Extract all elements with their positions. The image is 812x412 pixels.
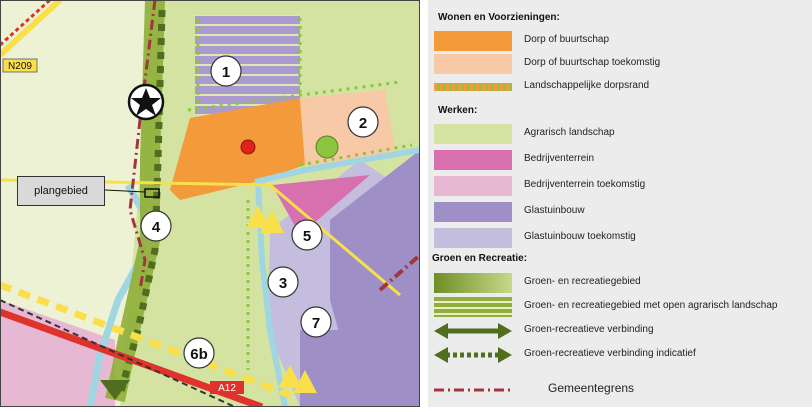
plan-area-marker	[144, 188, 160, 198]
legend-item-label: Dorp of buurtschap	[524, 34, 610, 45]
legend-item-label: Bedrijventerrein	[524, 153, 595, 164]
village-area	[170, 98, 305, 200]
swatch-green	[434, 273, 512, 293]
legend-item: Gemeentegrens	[428, 378, 812, 402]
area-7-label: 7	[312, 315, 320, 332]
swatch-business	[434, 150, 512, 170]
village-edge-marks	[187, 18, 413, 370]
legend-item-label: Groen- en recreatiegebied met open agrar…	[524, 300, 778, 311]
water-canal-east	[254, 147, 421, 185]
legend-item-label: Agrarisch landschap	[524, 127, 615, 138]
plan-label-leader	[104, 189, 146, 193]
legend-item: Landschappelijke dorpsrand	[428, 75, 812, 99]
railway	[0, 299, 236, 408]
area-6b-label: 6b	[190, 346, 208, 363]
green-double-arrow-icon	[434, 323, 512, 339]
legend-item: Groen-recreatieve verbinding indicatief	[428, 343, 812, 367]
legend-item: Bedrijventerrein toekomstig	[428, 174, 812, 198]
road-n209-edge	[0, 0, 52, 47]
swatch-village-edge	[434, 83, 512, 91]
road-label-n209-bg	[2, 58, 38, 73]
map-legend: Wonen en Voorzieningen: Dorp of buurtsch…	[428, 0, 812, 407]
municipal-border-icon	[434, 388, 512, 392]
map-panel: 1 2 3 4 5 6b 7 N209 A12 plangebied	[0, 0, 422, 411]
greenhouse-future-north	[195, 15, 300, 115]
greenhouse-area-south	[300, 330, 420, 407]
legend-section-title: Werken:	[438, 105, 478, 116]
road-n209	[0, 0, 63, 58]
legend-border-label: Gemeentegrens	[548, 381, 635, 395]
road-label-n209: N209	[8, 61, 32, 72]
legend-item-label: Glastuinbouw	[524, 205, 585, 216]
area-2-label: 2	[359, 115, 367, 132]
legend-item: Glastuinbouw	[428, 200, 812, 224]
map-canvas: 1 2 3 4 5 6b 7 N209 A12	[0, 0, 422, 411]
legend-section-title: Wonen en Voorzieningen:	[438, 12, 560, 23]
star-landmark-icon	[127, 83, 165, 121]
municipal-border-east	[378, 253, 422, 292]
swatch-business-future	[434, 176, 512, 196]
legend-item-label: Groen-recreatieve verbinding indicatief	[524, 348, 696, 359]
business-area	[272, 175, 370, 235]
red-dot-icon	[240, 139, 256, 155]
legend-section-title: Groen en Recreatie:	[432, 253, 528, 264]
area-4-marker	[140, 210, 172, 242]
area-4-label: 4	[152, 219, 161, 236]
legend-item-label: Groen-recreatieve verbinding	[524, 324, 654, 335]
swatch-agri	[434, 124, 512, 144]
road-yellow-south	[0, 281, 292, 399]
legend-item: Agrarisch landschap	[428, 122, 812, 146]
area-3-label: 3	[279, 275, 287, 292]
area-7-marker	[300, 306, 332, 338]
legend-item-label: Glastuinbouw toekomstig	[524, 231, 636, 242]
legend-item: Groen- en recreatiegebied	[428, 271, 812, 295]
swatch-greenhouse-future	[434, 228, 512, 248]
swatch-village	[434, 31, 512, 51]
legend-item: Groen-recreatieve verbinding	[428, 319, 812, 343]
plan-area-label: plangebied	[17, 176, 105, 206]
legend-item-label: Dorp of buurtschap toekomstig	[524, 57, 661, 68]
legend-item-label: Groen- en recreatiegebied	[524, 276, 641, 287]
area-2-marker	[347, 106, 379, 138]
area-5-marker	[291, 219, 323, 251]
legend-item-label: Bedrijventerrein toekomstig	[524, 179, 646, 190]
legend-item: Dorp of buurtschap toekomstig	[428, 52, 812, 76]
area-1-marker	[210, 55, 242, 87]
green-arrow-icon	[100, 380, 130, 400]
road-label-a12-bg	[210, 381, 244, 394]
legend-item: Groen- en recreatiegebied met open agrar…	[428, 295, 812, 319]
green-dotted-arrow-icon	[434, 347, 512, 363]
road-label-a12: A12	[218, 383, 236, 394]
yellow-direction-arrows	[246, 205, 317, 393]
legend-item: Dorp of buurtschap	[428, 29, 812, 53]
municipal-border	[128, 0, 157, 291]
area-6b-marker	[183, 337, 215, 369]
swatch-village-future	[434, 54, 512, 74]
area-5-label: 5	[303, 228, 311, 245]
legend-item-label: Landschappelijke dorpsrand	[524, 80, 650, 91]
area-1-label: 1	[222, 64, 230, 81]
swatch-greenhouse	[434, 202, 512, 222]
legend-item: Glastuinbouw toekomstig	[428, 226, 812, 250]
green-dot-icon	[315, 135, 339, 159]
legend-item: Bedrijventerrein	[428, 148, 812, 172]
area-3-marker	[267, 266, 299, 298]
business-area-sw	[0, 300, 115, 407]
swatch-green-open	[434, 297, 512, 317]
road-yellow-diag	[269, 183, 401, 297]
